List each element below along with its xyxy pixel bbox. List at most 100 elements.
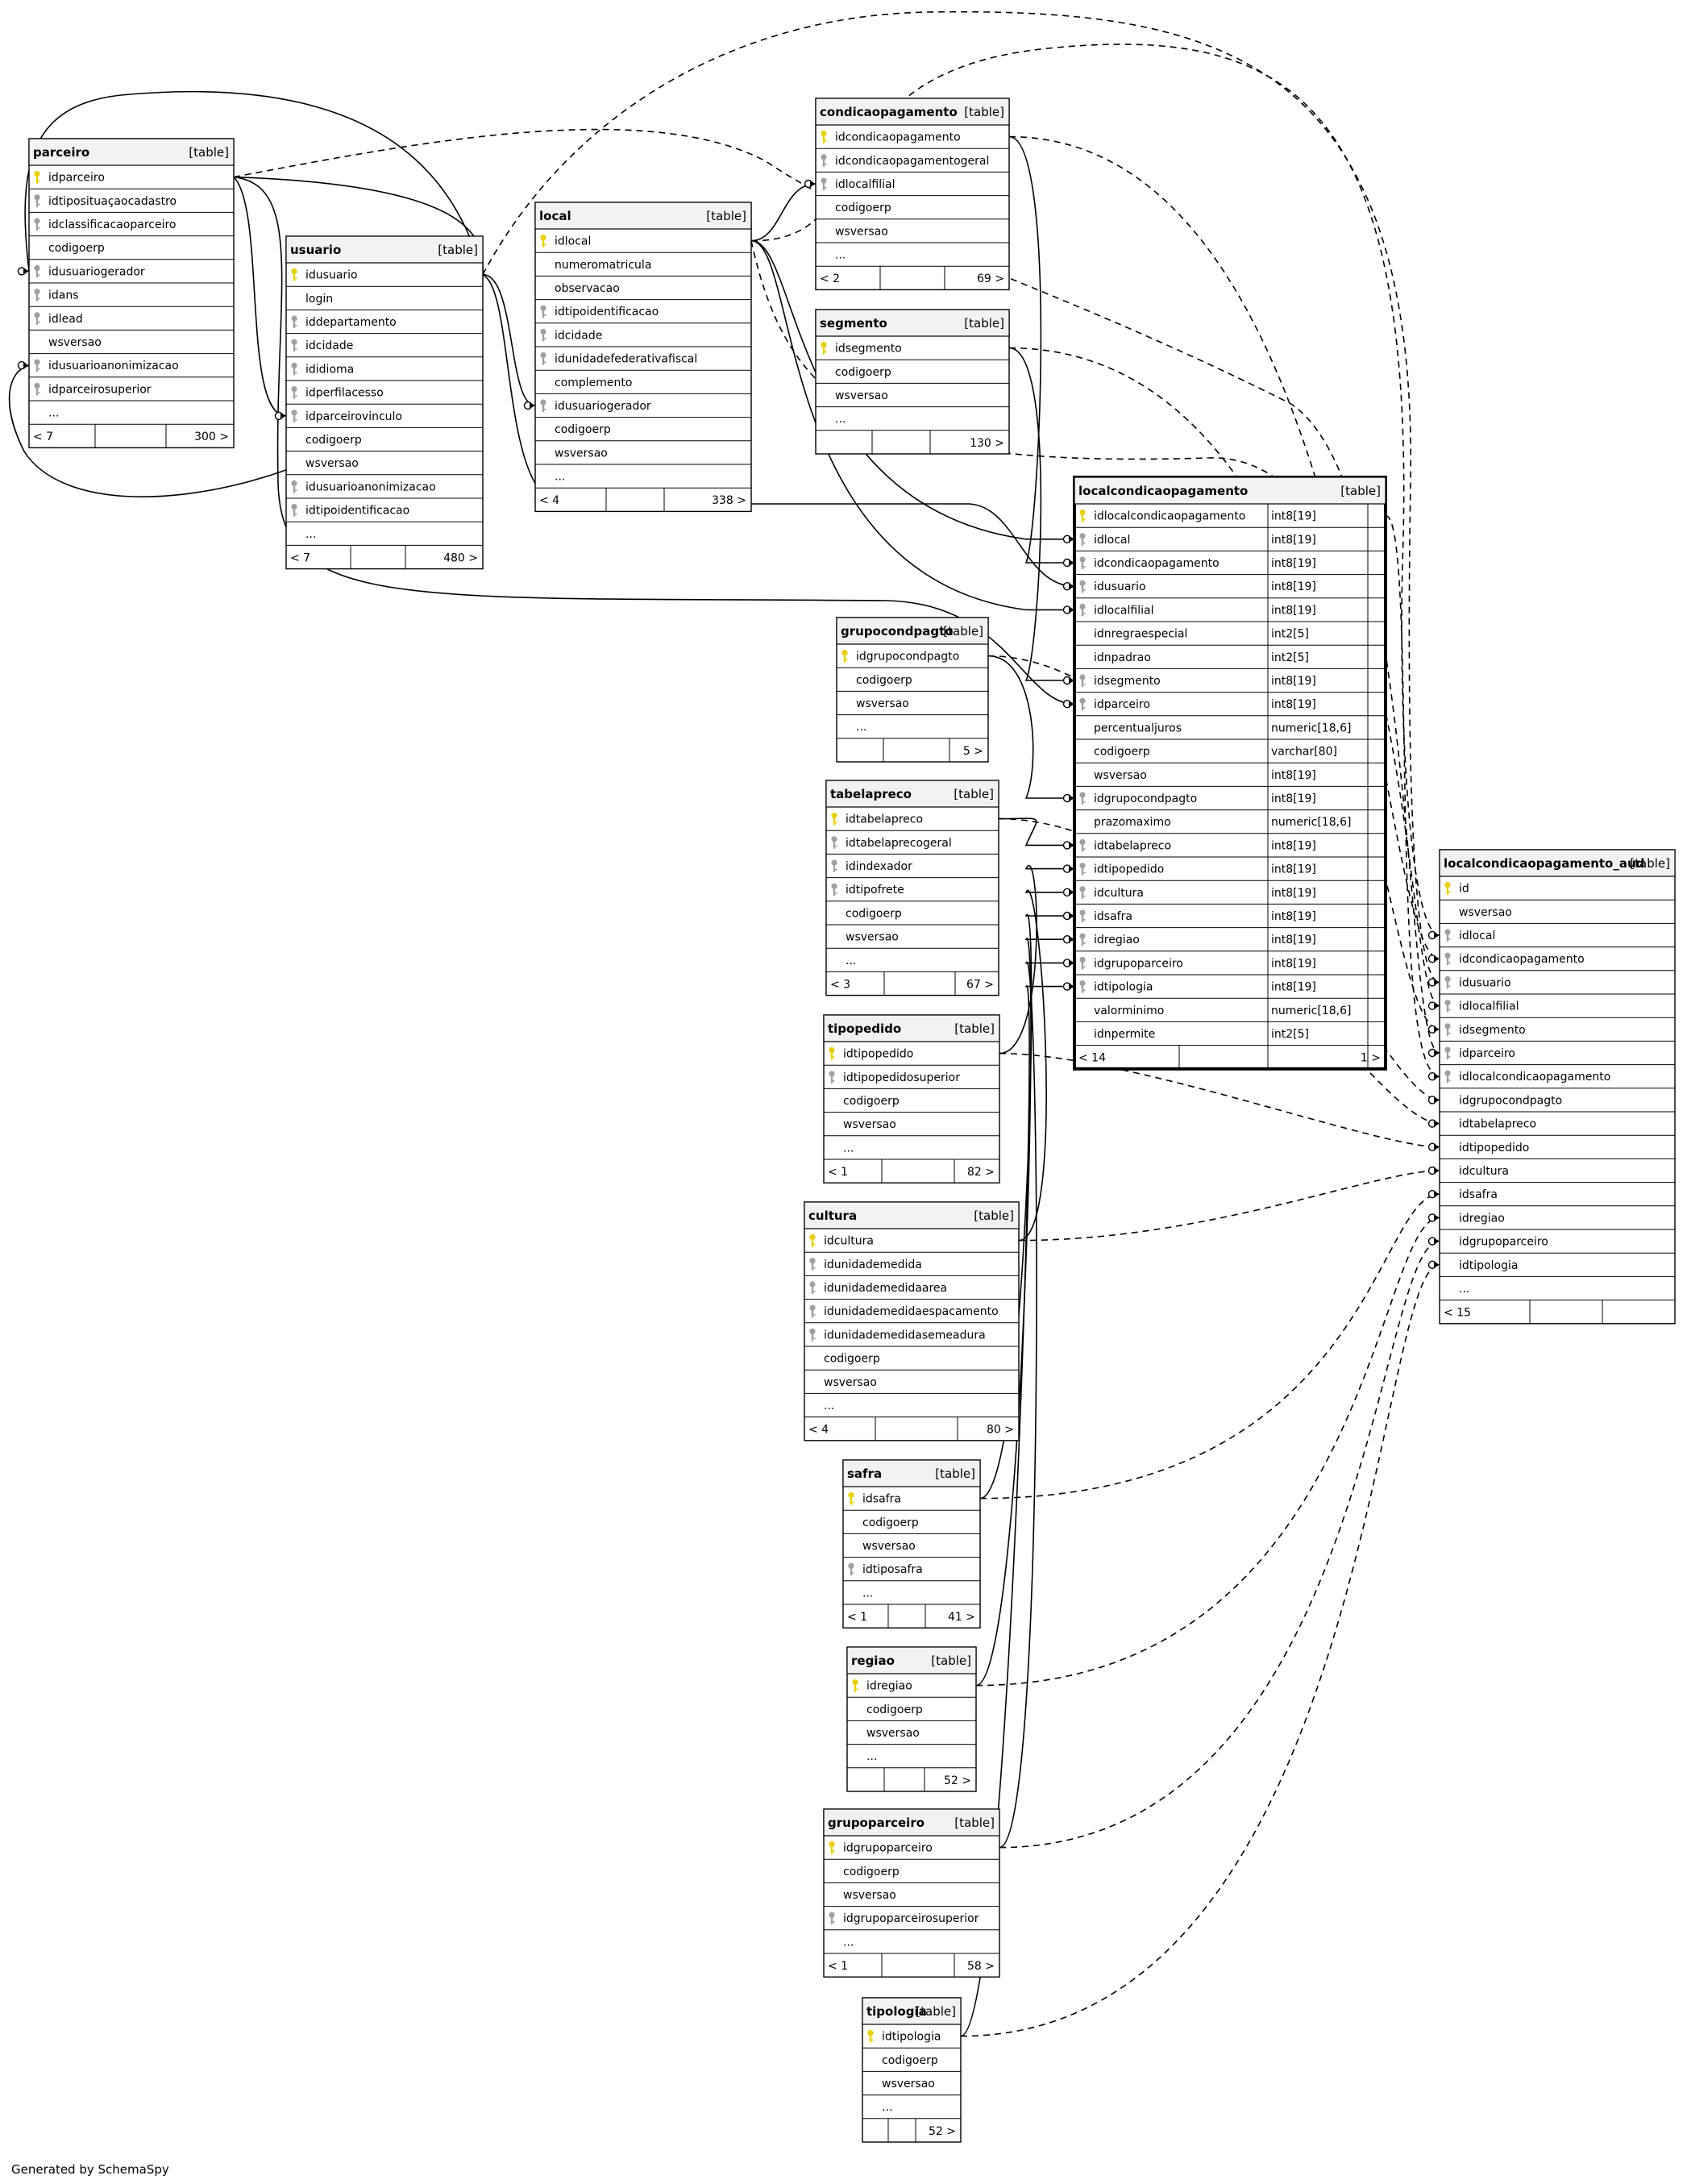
table-name[interactable]: grupoparceiro xyxy=(828,1816,925,1830)
row-count[interactable]: 82 > xyxy=(967,1166,995,1179)
column-name[interactable]: codigoerp xyxy=(305,434,362,447)
column-name[interactable]: idgrupocondpagto xyxy=(1459,1094,1562,1107)
column-name[interactable]: idgrupoparceiro xyxy=(1459,1236,1548,1249)
column-name[interactable]: ... xyxy=(846,955,856,967)
children-count[interactable]: < 7 xyxy=(33,431,53,443)
table-grupoparceiro[interactable]: grupoparceiro[table]idgrupoparceirocodig… xyxy=(823,1808,1000,1978)
row-count[interactable]: 1 > xyxy=(1361,1052,1381,1065)
column-name[interactable]: wsversao xyxy=(846,931,899,944)
column-name[interactable]: ... xyxy=(856,721,866,734)
row-count[interactable]: 480 > xyxy=(443,551,478,564)
table-tabelapreco[interactable]: tabelapreco[table]idtabelaprecoidtabelap… xyxy=(825,780,999,996)
children-count[interactable]: < 1 xyxy=(828,1166,848,1179)
row-count[interactable]: 338 > xyxy=(712,494,746,507)
column-name[interactable]: idregiao xyxy=(1094,934,1140,946)
children-count[interactable]: < 1 xyxy=(828,1960,848,1973)
table-name[interactable]: safra xyxy=(847,1466,882,1481)
table-name[interactable]: localcondicaopagamento_aud xyxy=(1444,856,1644,871)
table-name[interactable]: local xyxy=(539,209,571,223)
column-name[interactable]: codigoerp xyxy=(48,242,105,255)
column-name[interactable]: codigoerp xyxy=(1094,746,1150,759)
column-name[interactable]: idtabelapreco xyxy=(1459,1118,1536,1131)
column-name[interactable]: idindexador xyxy=(846,860,912,873)
row-count[interactable]: 41 > xyxy=(948,1611,975,1624)
table-name[interactable]: grupocondpagto xyxy=(841,624,954,639)
column-name[interactable]: wsversao xyxy=(843,1889,896,1902)
column-name[interactable]: idtipoidentificacao xyxy=(305,505,409,518)
column-name[interactable]: codigoerp xyxy=(846,907,902,920)
table-name[interactable]: parceiro xyxy=(33,145,89,160)
table-name[interactable]: cultura xyxy=(808,1208,857,1223)
column-name[interactable]: codigoerp xyxy=(843,1095,900,1108)
column-name[interactable]: idusuario xyxy=(305,269,358,282)
column-name[interactable]: idlocalfilial xyxy=(1094,604,1153,617)
table-regiao[interactable]: regiao[table]idregiaocodigoerpwsversao..… xyxy=(846,1646,977,1792)
column-name[interactable]: idgrupoparceirosuperior xyxy=(843,1912,979,1925)
column-name[interactable]: idgrupocondpagto xyxy=(1094,792,1197,805)
column-name[interactable]: idtipologia xyxy=(1459,1259,1518,1272)
column-name[interactable]: idsafra xyxy=(862,1493,901,1506)
column-name[interactable]: idtipopedido xyxy=(1094,863,1164,876)
column-name[interactable]: idtipopedido xyxy=(1459,1142,1529,1154)
column-name[interactable]: codigoerp xyxy=(862,1516,919,1529)
column-name[interactable]: idlead xyxy=(48,313,83,326)
column-name[interactable]: ... xyxy=(1459,1283,1469,1296)
column-name[interactable]: idcondicaopagamentogeral xyxy=(835,155,989,168)
table-condicaopagamento[interactable]: condicaopagamento[table]idcondicaopagame… xyxy=(815,98,1010,291)
children-count[interactable]: < 14 xyxy=(1078,1052,1106,1065)
column-name[interactable]: idunidademedidaespacamento xyxy=(824,1305,999,1318)
column-name[interactable]: idusuario xyxy=(1459,976,1511,989)
children-count[interactable]: < 4 xyxy=(539,494,559,507)
column-name[interactable]: idgrupoparceiro xyxy=(1094,957,1183,970)
column-name[interactable]: idparceirovinculo xyxy=(305,410,402,423)
column-name[interactable]: idtipologia xyxy=(882,2031,941,2044)
column-name[interactable]: idsafra xyxy=(1094,910,1132,923)
row-count[interactable]: 80 > xyxy=(987,1424,1014,1437)
column-name[interactable]: wsversao xyxy=(555,447,608,460)
table-cultura[interactable]: cultura[table]idculturaidunidademedidaid… xyxy=(804,1201,1020,1441)
column-name[interactable]: idlocalcondicaopagamento xyxy=(1459,1071,1610,1084)
column-name[interactable]: wsversao xyxy=(1459,906,1512,919)
column-name[interactable]: idusuariogerador xyxy=(48,265,145,278)
column-name[interactable]: wsversao xyxy=(305,457,359,470)
column-name[interactable]: idtipoidentificacao xyxy=(555,306,659,318)
column-name[interactable]: wsversao xyxy=(1094,769,1147,782)
row-count[interactable]: 300 > xyxy=(194,431,229,443)
table-name[interactable]: regiao xyxy=(851,1654,895,1668)
column-name[interactable]: idcondicaopagamento xyxy=(1459,953,1585,966)
children-count[interactable]: < 4 xyxy=(808,1424,829,1437)
children-count[interactable]: < 7 xyxy=(290,551,310,564)
column-name[interactable]: idusuarioanonimizacao xyxy=(48,360,179,372)
table-localcondicaopagamento[interactable]: localcondicaopagamento[table]idlocalcond… xyxy=(1073,476,1387,1071)
column-name[interactable]: idlocal xyxy=(1094,534,1130,547)
column-name[interactable]: ... xyxy=(862,1587,873,1600)
table-parceiro[interactable]: parceiro[table]idparceiroidtiposituaçaoc… xyxy=(28,138,235,449)
column-name[interactable]: idcidade xyxy=(305,339,353,352)
column-name[interactable]: idcidade xyxy=(555,329,602,342)
column-name[interactable]: idcultura xyxy=(1094,887,1144,900)
column-name[interactable]: ... xyxy=(555,471,565,484)
column-name[interactable]: idunidadefederativafiscal xyxy=(555,353,697,366)
column-name[interactable]: idlocalfilial xyxy=(835,178,895,191)
column-name[interactable]: idtipologia xyxy=(1094,981,1153,994)
column-name[interactable]: idtipopedido xyxy=(843,1048,913,1061)
column-name[interactable]: ... xyxy=(305,528,316,541)
column-name[interactable]: ididioma xyxy=(305,363,354,376)
column-name[interactable]: observacao xyxy=(555,282,620,295)
column-name[interactable]: idcondicaopagamento xyxy=(835,131,961,144)
children-count[interactable]: < 15 xyxy=(1444,1307,1471,1320)
column-name[interactable]: idsegmento xyxy=(1094,675,1161,688)
column-name[interactable]: codigoerp xyxy=(835,366,891,379)
column-name[interactable]: idunidademedida xyxy=(824,1258,922,1271)
column-name[interactable]: ... xyxy=(882,2101,892,2114)
column-name[interactable]: wsversao xyxy=(835,389,888,402)
column-name[interactable]: idtabelaprecogeral xyxy=(846,837,952,850)
column-name[interactable]: idperfilacesso xyxy=(305,387,384,400)
column-name[interactable]: iddepartamento xyxy=(305,316,397,329)
row-count[interactable]: 69 > xyxy=(977,272,1004,285)
column-name[interactable]: ... xyxy=(824,1400,834,1412)
column-name[interactable]: wsversao xyxy=(835,225,888,238)
column-name[interactable]: idsafra xyxy=(1459,1188,1498,1201)
column-name[interactable]: idtiposituaçaocadastro xyxy=(48,195,177,208)
column-name[interactable]: idtiposafra xyxy=(862,1563,923,1576)
